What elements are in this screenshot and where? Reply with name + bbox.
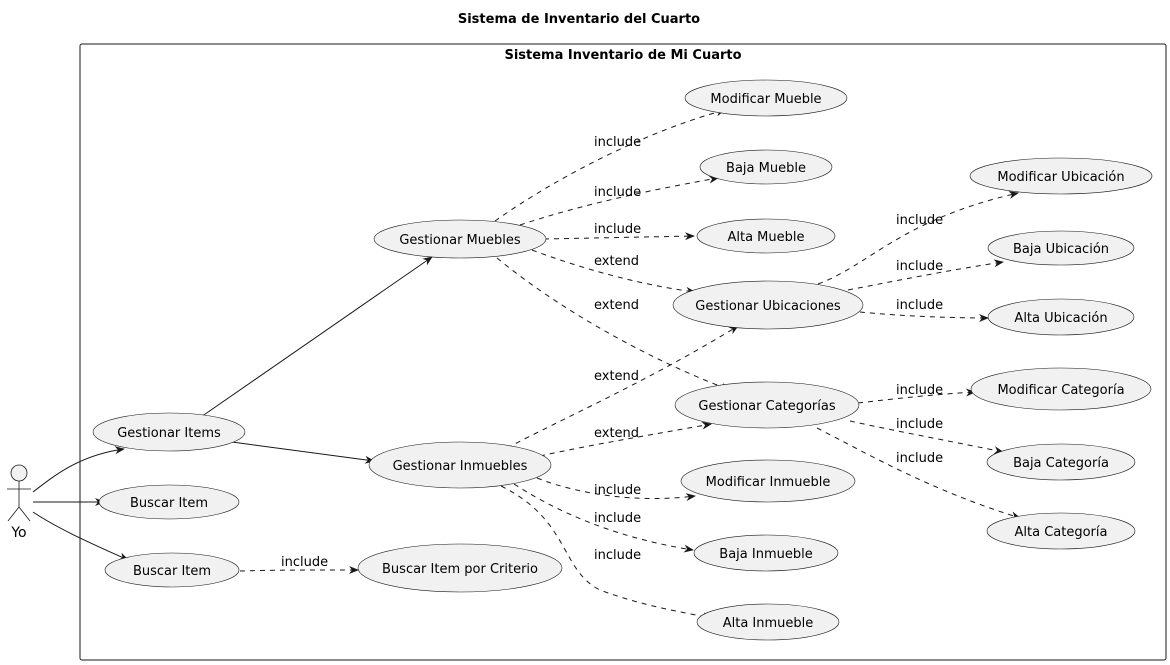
use-case-gestionar-ubicaciones[interactable]: Gestionar Ubicaciones [672,280,864,330]
use-case-label: Baja Inmueble [719,547,812,562]
label-include-baja-inmueble: include [594,511,641,526]
label-include-baja-mueble: include [594,185,641,200]
label-include-alta-ubicacion: include [896,298,943,313]
edge-categorias-modificar [857,388,976,404]
use-case-label: Buscar Item [130,496,208,511]
edge-items-inmuebles [231,441,375,464]
label-include-alta-mueble: include [594,222,641,237]
label-include-baja-categoria: include [896,417,943,432]
use-case-gestionar-inmuebles[interactable]: Gestionar Inmuebles [368,441,552,489]
edge-inmuebles-baja [513,483,694,553]
label-include-modificar-categoria: include [896,383,943,398]
use-case-baja-inmueble[interactable]: Baja Inmueble [693,534,839,572]
use-case-label: Buscar Item por Criterio [382,562,538,577]
use-case-label: Alta Inmueble [723,616,814,631]
use-case-baja-ubicacion[interactable]: Baja Ubicación [987,230,1135,266]
use-case-buscar-item[interactable]: Buscar Item [98,484,240,520]
label-extend-categorias-muebles: extend [594,298,639,313]
edge-inmuebles-ubicaciones [506,325,739,449]
label-extend-ubicaciones-inmuebles: extend [594,369,639,384]
label-include-modificar-inmueble: include [594,483,641,498]
use-case-baja-mueble[interactable]: Baja Mueble [699,149,833,185]
system-title: Sistema Inventario de Mi Cuarto [504,48,741,63]
edge-ubicaciones-alta [859,311,989,322]
label-include-modificar-ubicacion: include [896,213,943,228]
use-case-gestionar-muebles[interactable]: Gestionar Muebles [373,219,547,259]
edge-inmuebles-categorias [539,421,712,457]
edge-categorias-alta [816,427,1021,520]
edge-muebles-ubicaciones [531,249,696,295]
use-case-buscar-item-por-criterio[interactable]: Buscar Item por Criterio [357,543,563,593]
use-case-label: Baja Mueble [726,161,806,176]
edge-buscar-criterio [239,566,359,575]
use-case-label: Gestionar Items [117,426,221,441]
use-case-modificar-inmueble[interactable]: Modificar Inmueble [680,459,856,503]
use-case-buscar-item-2[interactable]: Buscar Item [104,552,240,588]
edge-muebles-baja [519,175,719,226]
edge-actor-buscar-item-2 [32,511,129,561]
edge-muebles-categorias [496,257,731,391]
use-case-label: Modificar Categoría [997,383,1124,398]
edge-actor-gestionar-items [32,446,125,493]
label-include-modificar-mueble: include [594,135,641,150]
actor-label: Yo [10,525,26,541]
label-extend-ubicaciones-muebles: extend [594,254,639,269]
use-case-alta-inmueble[interactable]: Alta Inmueble [696,603,840,641]
use-case-label: Gestionar Muebles [399,233,521,248]
use-case-baja-categoria[interactable]: Baja Categoría [986,443,1136,481]
label-include-alta-categoria: include [896,451,943,466]
edge-items-muebles [197,256,433,420]
use-case-label: Alta Mueble [727,230,804,245]
actor-yo[interactable]: Yo [7,464,31,541]
use-case-label: Gestionar Ubicaciones [695,299,841,314]
edge-inmuebles-modificar [536,477,696,502]
use-case-modificar-ubicacion[interactable]: Modificar Ubicación [969,157,1153,195]
edge-ubicaciones-modificar [817,191,1019,285]
use-case-label: Modificar Ubicación [997,170,1124,185]
use-case-modificar-mueble[interactable]: Modificar Mueble [684,79,848,117]
system-boundary [79,43,1167,661]
use-case-label: Buscar Item [133,564,211,579]
label-include-alta-inmueble: include [594,548,641,563]
edge-categorias-baja [849,420,1004,455]
use-case-label: Alta Ubicación [1014,311,1107,326]
edge-inmuebles-alta [500,485,713,621]
label-include-buscar-criterio: include [281,555,328,570]
use-case-alta-ubicacion[interactable]: Alta Ubicación [987,298,1135,336]
use-case-alta-categoria[interactable]: Alta Categoría [986,512,1136,550]
label-include-baja-ubicacion: include [896,259,943,274]
use-case-label: Gestionar Inmuebles [393,459,528,474]
use-case-label: Gestionar Categorías [698,399,835,414]
use-case-alta-mueble[interactable]: Alta Mueble [696,218,836,254]
use-case-modificar-categoria[interactable]: Modificar Categoría [970,367,1152,411]
use-case-label: Modificar Mueble [710,92,821,107]
use-case-label: Alta Categoría [1015,525,1108,540]
actor-head [10,464,28,482]
use-case-label: Baja Ubicación [1013,242,1109,257]
label-extend-categorias-inmuebles: extend [594,426,639,441]
use-case-label: Modificar Inmueble [706,475,831,490]
use-case-gestionar-categorias[interactable]: Gestionar Categorías [674,381,860,429]
use-case-gestionar-items[interactable]: Gestionar Items [92,412,246,452]
use-case-label: Baja Categoría [1013,456,1109,471]
edge-muebles-modificar [494,108,726,222]
diagram-title: Sistema de Inventario del Cuarto [458,12,700,27]
